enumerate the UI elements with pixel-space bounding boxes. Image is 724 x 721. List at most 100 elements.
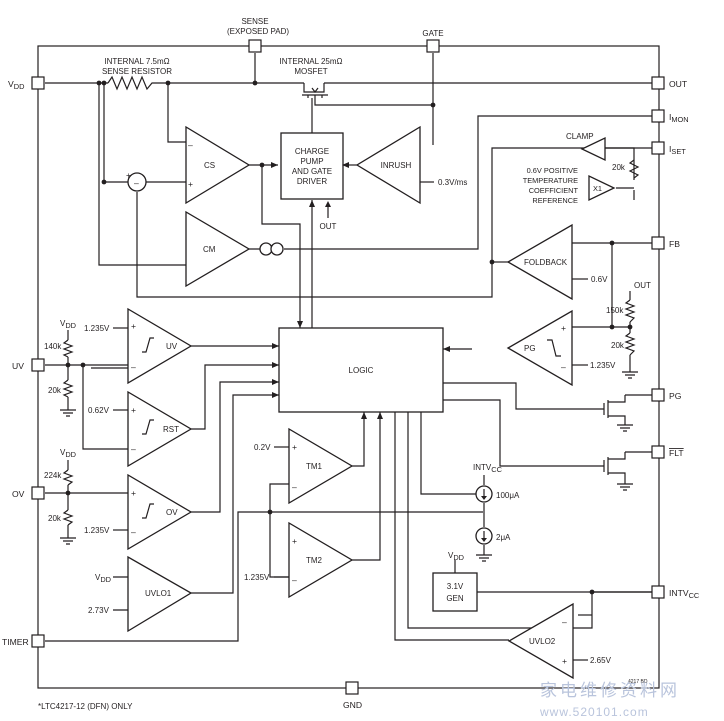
pin-ov-label: OV xyxy=(12,489,25,499)
inrush-label: INRUSH xyxy=(381,161,412,170)
wires xyxy=(45,53,652,642)
rst-comparator xyxy=(127,390,193,468)
svg-text:+: + xyxy=(561,323,566,333)
svg-text:+: + xyxy=(188,179,193,189)
uv-comparator xyxy=(127,307,193,385)
ov-comparator xyxy=(127,473,193,551)
vdd-uv-label: VDD xyxy=(60,319,76,330)
pin-gate-box xyxy=(426,39,440,53)
cm-amp xyxy=(185,210,251,288)
pin-out-label: OUT xyxy=(669,79,688,89)
pin-timer-label: TIMER xyxy=(2,637,29,647)
pin-vdd-label: VDD xyxy=(8,79,24,91)
sense-resistor-label-1: INTERNAL 7.5mΩ xyxy=(104,57,169,66)
ov-comp-label: OV xyxy=(166,508,178,517)
i2-label: 2μA xyxy=(496,533,511,542)
pin-sense-label-1: SENSE xyxy=(241,17,268,26)
pin-out-box xyxy=(651,76,665,90)
charge-pump-label-4: DRIVER xyxy=(297,177,327,186)
pass-mosfet-symbol xyxy=(302,83,328,98)
gen-block xyxy=(432,572,478,612)
tm2-ref-label: 1.235V xyxy=(244,573,270,582)
charge-pump-out-label: OUT xyxy=(320,222,337,231)
out-divider-label: OUT xyxy=(634,281,651,290)
svg-text:–: – xyxy=(131,444,136,454)
uvlo1-comparator xyxy=(127,555,193,633)
pin-gnd-label: GND xyxy=(343,700,362,710)
r20k-ov-label: 20k xyxy=(48,514,62,523)
uv-comp-label: UV xyxy=(166,342,178,351)
pg-comparator xyxy=(506,309,573,387)
pin-sense-box xyxy=(248,39,262,53)
vdd-ov-label: VDD xyxy=(60,448,76,459)
vdd-gen-label: VDD xyxy=(448,551,464,562)
watermark-url: www.520101.com xyxy=(539,705,649,719)
pin-fb-label: FB xyxy=(669,239,680,249)
svg-text:–: – xyxy=(561,362,566,372)
rst-label: RST xyxy=(163,425,179,434)
pin-intvcc-box xyxy=(651,585,665,599)
charge-pump-label-2: PUMP xyxy=(300,157,323,166)
sense-resistor-label-2: SENSE RESISTOR xyxy=(102,67,172,76)
svg-text:+: + xyxy=(131,405,136,415)
clamp-label: CLAMP xyxy=(566,132,594,141)
pin-pg-box xyxy=(651,388,665,402)
pg-comp-label: PG xyxy=(524,344,536,353)
mosfet-label-2: MOSFET xyxy=(294,67,327,76)
gen-label-2: GEN xyxy=(446,594,464,603)
inrush-amp xyxy=(355,125,421,205)
svg-text:–: – xyxy=(292,575,297,585)
pin-flt-label: FLT xyxy=(669,448,684,458)
svg-text:–: – xyxy=(131,527,136,537)
foldback-ref: 0.6V xyxy=(591,275,608,284)
svg-text:+: + xyxy=(292,442,297,452)
iset-resistor-label: 20k xyxy=(612,163,626,172)
pg-transistor xyxy=(603,395,633,432)
pin-fb-box xyxy=(651,236,665,250)
cm-label: CM xyxy=(203,245,216,254)
watermark-cn: 家电维修资料网 xyxy=(540,681,680,700)
pin-pg-label: PG xyxy=(669,391,682,401)
x1-label: X1 xyxy=(593,184,602,193)
pin-ov-box xyxy=(31,486,45,500)
r140k-label: 140k xyxy=(44,342,62,351)
pg-ref-label: 1.235V xyxy=(590,361,616,370)
pin-iset-label: ISET xyxy=(669,144,686,156)
logic-block xyxy=(278,327,444,413)
clamp-amp xyxy=(580,136,606,162)
pin-imon-label: IMON xyxy=(669,112,689,124)
pin-imon-box xyxy=(651,109,665,123)
arrowheads xyxy=(271,162,450,419)
slew-label: 0.3V/ms xyxy=(438,178,467,187)
r224k-label: 224k xyxy=(44,471,62,480)
pin-sense-label-2: (EXPOSED PAD) xyxy=(227,27,289,36)
x1-buffer xyxy=(588,174,616,202)
gen-label-1: 3.1V xyxy=(447,582,464,591)
pin-uv-box xyxy=(31,358,45,372)
cs-amp xyxy=(185,125,251,205)
footnote: *LTC4217-12 (DFN) ONLY xyxy=(38,702,133,711)
charge-pump-label-1: CHARGE xyxy=(295,147,329,156)
r20k-uv-label: 20k xyxy=(48,386,62,395)
charge-pump-block xyxy=(280,132,344,200)
tm1-ref-label: 0.2V xyxy=(254,443,271,452)
svg-text:–: – xyxy=(562,617,567,627)
pin-vdd-box xyxy=(31,76,45,90)
pin-iset-box xyxy=(651,141,665,155)
uvlo2-label: UVLO2 xyxy=(529,637,556,646)
vdd-uvlo1-label: VDD xyxy=(95,573,111,584)
svg-text:+: + xyxy=(562,656,567,666)
mosfet-label-1: INTERNAL 25mΩ xyxy=(279,57,342,66)
ref-label-1: 0.6V POSITIVE xyxy=(527,166,578,175)
svg-text:–: – xyxy=(131,362,136,372)
svg-text:–: – xyxy=(188,140,193,150)
foldback-label: FOLDBACK xyxy=(524,258,568,267)
pin-gnd-box xyxy=(345,681,359,695)
pin-uv-label: UV xyxy=(12,361,24,371)
tm1-comparator xyxy=(288,427,354,505)
i100-label: 100μA xyxy=(496,491,520,500)
tm2-comparator xyxy=(288,521,354,599)
pin-timer-box xyxy=(31,634,45,648)
uv-ref-label: 1.235V xyxy=(84,324,110,333)
